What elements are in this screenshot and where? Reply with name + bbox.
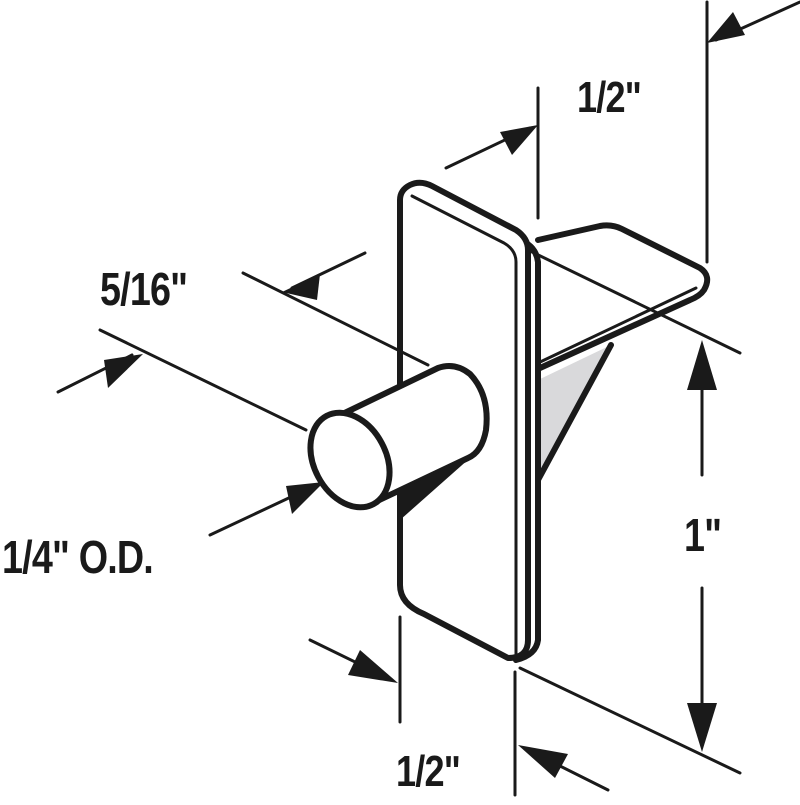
dim-bottom-width xyxy=(308,615,610,797)
dim-height xyxy=(518,248,742,775)
dim-top-width xyxy=(444,0,800,264)
label-height: 1" xyxy=(684,509,722,561)
label-bottom-width: 1/2" xyxy=(396,747,461,796)
pin-cylinder xyxy=(307,363,490,520)
dim-pin-diameter xyxy=(208,482,324,537)
gusset xyxy=(535,342,614,483)
label-pin-length: 5/16" xyxy=(100,263,188,315)
label-pin-diameter: 1/4" O.D. xyxy=(2,531,154,583)
label-top-width: 1/2" xyxy=(577,73,642,122)
dim-pin-length xyxy=(56,251,430,432)
